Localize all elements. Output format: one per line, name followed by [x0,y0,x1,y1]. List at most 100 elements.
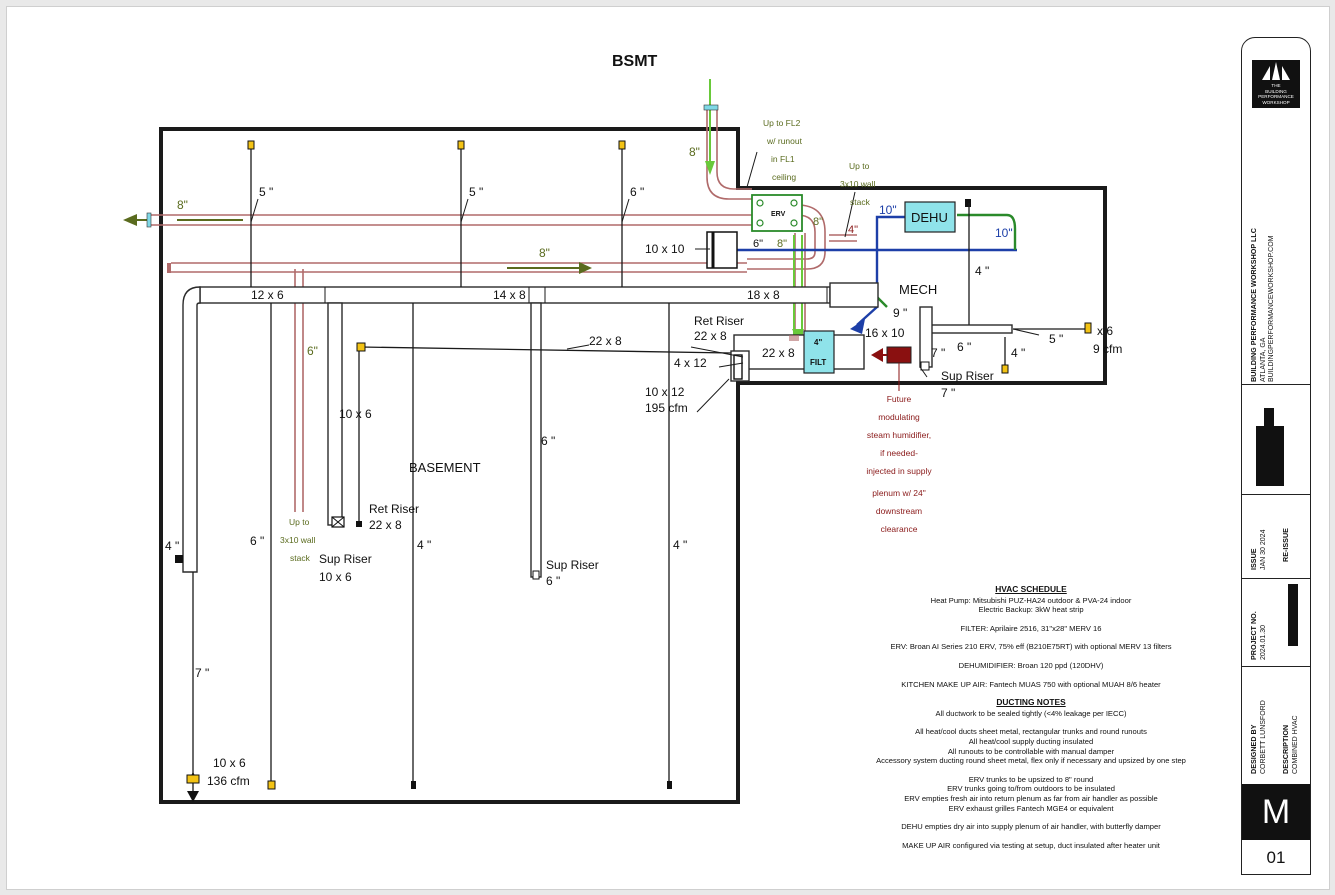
svg-text:x 6: x 6 [1097,324,1113,338]
note-humidifier: Future modulating steam humidifier, if n… [866,394,932,534]
svg-text:22 x 8: 22 x 8 [762,346,795,360]
sheet-number: 01 [1266,848,1286,867]
steam-humidifier [871,346,912,391]
svg-text:Up to FL2: Up to FL2 [763,118,801,128]
svg-text:Ret Riser: Ret Riser [369,502,419,516]
svg-text:Sup Riser: Sup Riser [546,558,599,572]
svg-text:14 x 8: 14 x 8 [493,288,526,302]
svg-text:136 cfm: 136 cfm [207,774,250,788]
svg-text:5 ": 5 " [1049,332,1063,346]
svg-text:plenum w/ 24": plenum w/ 24" [872,488,926,498]
svg-text:10 x 6: 10 x 6 [319,570,352,584]
firm-info: BUILDING PERFORMANCE WORKSHOP LLC ATLANT… [1249,228,1275,382]
hvac-schedule-title: HVAC SCHEDULE [995,584,1067,594]
svg-text:steam humidifier,: steam humidifier, [867,430,931,440]
svg-text:10 x 6: 10 x 6 [339,407,372,421]
svg-text:6 ": 6 " [546,574,560,588]
svg-text:7 ": 7 " [931,346,945,360]
basement-walls [159,127,1107,804]
svg-text:FILT: FILT [810,358,826,367]
svg-text:6": 6" [753,238,763,250]
svg-text:8": 8" [689,145,700,159]
sheet-letter: M [1242,784,1310,840]
svg-text:Future: Future [887,394,912,404]
room-label-mech: MECH [899,282,937,297]
note-up-stack-right: Up to 3x10 wall stack [840,161,876,207]
svg-text:8": 8" [777,238,787,250]
supply-trunk [182,282,879,580]
logo-building-icon [1262,62,1290,80]
svg-text:5 ": 5 " [469,185,483,199]
svg-text:8": 8" [539,246,550,260]
svg-text:9 ": 9 " [893,306,907,320]
designer-info: DESIGNED BY CORBETT LUNSFORD [1249,700,1267,774]
svg-text:10 x 10: 10 x 10 [645,242,685,256]
issue-info: ISSUE JAN 30 2024 [1249,529,1267,570]
ducting-notes-title: DUCTING NOTES [996,697,1066,708]
svg-text:18 x 8: 18 x 8 [747,288,780,302]
note-up-stack-left: Up to 3x10 wall stack [280,517,316,563]
svg-text:10": 10" [995,226,1013,240]
stamp-placeholder [1256,408,1284,486]
svg-text:Sup Riser: Sup Riser [941,369,994,383]
svg-text:22 x 8: 22 x 8 [369,518,402,532]
svg-text:8": 8" [177,198,188,212]
description-info: DESCRIPTION COMBINED HVAC [1281,715,1299,774]
svg-text:4 ": 4 " [165,539,179,553]
dehu-unit: DEHU [904,199,971,233]
project-info: PROJECT NO. 2024.01.30 [1249,611,1267,660]
return-riser-line [360,346,732,354]
drawing-sheet: BSMT BASEMENT MECH [6,6,1330,890]
dehu-ducts [719,213,1017,334]
firm-logo: THE BUILDING PERFORMANCE WORKSHOP [1252,60,1300,108]
branch-runouts [175,140,1092,802]
air-handler: 4" FILT [730,330,865,382]
mech-supply-trunk [921,324,1013,334]
svg-text:6 ": 6 " [541,434,555,448]
svg-text:4 ": 4 " [975,264,989,278]
svg-text:6 ": 6 " [630,185,644,199]
svg-text:modulating: modulating [878,412,920,422]
svg-text:3x10 wall: 3x10 wall [840,179,876,189]
svg-text:12 x 6: 12 x 6 [251,288,284,302]
svg-text:clearance: clearance [881,524,918,534]
svg-text:Sup Riser: Sup Riser [319,552,372,566]
dehu-label: DEHU [911,210,948,225]
svg-text:10 x 6: 10 x 6 [213,756,246,770]
svg-text:7 ": 7 " [941,386,955,400]
exhaust-arrow-icon [123,214,137,226]
svg-text:4 ": 4 " [673,538,687,552]
svg-text:16 x 10: 16 x 10 [865,326,905,340]
svg-text:6 ": 6 " [250,534,264,548]
erv-ducts [147,107,857,512]
svg-text:Ret Riser: Ret Riser [694,314,744,328]
svg-text:6": 6" [307,344,318,358]
svg-text:Up to: Up to [849,161,870,171]
filter-box [803,330,835,374]
svg-text:injected in supply: injected in supply [866,466,932,476]
svg-text:4": 4" [848,224,858,236]
intake-arrow-icon [579,262,592,274]
svg-text:10": 10" [879,203,897,217]
svg-text:6 ": 6 " [957,340,971,354]
svg-text:4 ": 4 " [417,538,431,552]
svg-text:stack: stack [290,553,311,563]
svg-text:195 cfm: 195 cfm [645,401,688,415]
svg-text:w/ runout: w/ runout [766,136,803,146]
hvac-schedule-block: HVAC SCHEDULE Heat Pump: Mitsubishi PUZ-… [855,584,1207,850]
svg-text:Up to: Up to [289,517,310,527]
project-redaction [1288,584,1298,646]
svg-text:stack: stack [850,197,871,207]
svg-text:4 ": 4 " [1011,346,1025,360]
fresh-air-line [703,79,804,341]
title-block: THE BUILDING PERFORMANCE WORKSHOP BUILDI… [1241,37,1311,875]
sheet-title: BSMT [612,53,658,70]
svg-text:4": 4" [814,338,822,347]
room-label-basement: BASEMENT [409,460,481,475]
svg-text:8": 8" [813,216,823,228]
svg-text:3x10 wall: 3x10 wall [280,535,316,545]
svg-text:22 x 8: 22 x 8 [589,334,622,348]
svg-text:if needed-: if needed- [880,448,918,458]
floor-plan: BSMT BASEMENT MECH [123,53,1122,804]
svg-text:in FL1: in FL1 [771,154,795,164]
